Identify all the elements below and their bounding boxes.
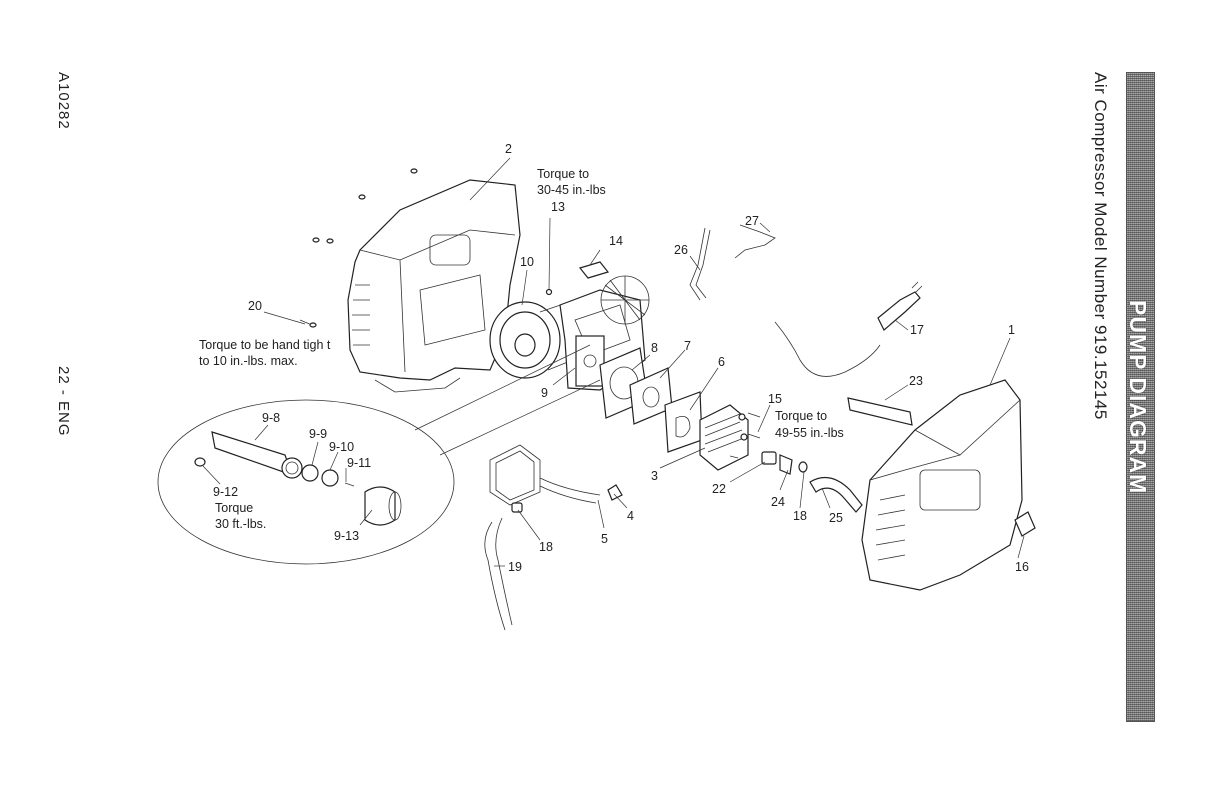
callout-18b: 18 xyxy=(793,509,807,523)
callout-9-8: 9-8 xyxy=(262,411,280,425)
drive-belt-pulley xyxy=(489,299,586,379)
callout-9-13: 9-13 xyxy=(334,529,359,543)
callout-16: 16 xyxy=(1015,560,1029,574)
detail-callout-ellipse xyxy=(157,344,601,565)
leader-lines xyxy=(202,157,1025,567)
torque-note-20-line2: to 10 in.-lbs. max. xyxy=(199,354,298,368)
callout-9-11: 9-11 xyxy=(347,456,371,470)
callout-9: 9 xyxy=(541,386,548,400)
hose-25 xyxy=(809,476,863,513)
right-shroud xyxy=(861,379,1036,591)
callout-10: 10 xyxy=(520,255,534,269)
handle-grip xyxy=(847,397,913,426)
screws xyxy=(299,168,418,328)
callout-9-9: 9-9 xyxy=(309,427,327,441)
callout-7: 7 xyxy=(684,339,691,353)
fittings xyxy=(761,451,808,475)
torque-note-20-line1: Torque to be hand tigh t xyxy=(199,338,331,352)
torque-note-15-line1: Torque to xyxy=(775,409,827,423)
power-cord xyxy=(774,281,923,377)
torque-note-15-line2: 49-55 in.-lbs xyxy=(775,426,844,440)
callout-8: 8 xyxy=(651,341,658,355)
header-band xyxy=(1126,72,1155,722)
callout-19: 19 xyxy=(508,560,522,574)
callout-13: 13 xyxy=(551,200,565,214)
tube-assembly-5 xyxy=(489,444,601,513)
callout-3: 3 xyxy=(651,469,658,483)
callout-14: 14 xyxy=(609,234,623,248)
callout-4: 4 xyxy=(627,509,634,523)
bolts-15 xyxy=(747,412,761,439)
callout-17: 17 xyxy=(910,323,924,337)
callout-9-10: 9-10 xyxy=(329,440,354,454)
callout-23: 23 xyxy=(909,374,923,388)
left-shroud xyxy=(347,179,521,393)
callout-25: 25 xyxy=(829,511,843,525)
callout-5: 5 xyxy=(601,532,608,546)
callout-20: 20 xyxy=(248,299,262,313)
pad xyxy=(578,261,610,279)
gaskets-plates xyxy=(599,347,703,453)
torque-note-13-line2: 30-45 in.-lbs xyxy=(537,183,606,197)
callout-6: 6 xyxy=(718,355,725,369)
callout-9-12: 9-12 xyxy=(213,485,238,499)
callout-24: 24 xyxy=(771,495,785,509)
bolt-13 xyxy=(545,288,553,296)
wire-harness xyxy=(689,224,776,301)
callout-27: 27 xyxy=(745,214,759,228)
callout-2: 2 xyxy=(505,142,512,156)
hose-19 xyxy=(484,517,513,631)
callout-15: 15 xyxy=(768,392,782,406)
clip-4 xyxy=(607,484,623,501)
torque-note-9-12-line2: 30 ft.-lbs. xyxy=(215,517,266,531)
torque-note-9-12-line1: Torque xyxy=(215,501,253,515)
torque-note-13-line1: Torque to xyxy=(537,167,589,181)
callout-22: 22 xyxy=(712,482,726,496)
callout-18a: 18 xyxy=(539,540,553,554)
cylinder-head xyxy=(699,404,749,471)
callout-1: 1 xyxy=(1008,323,1015,337)
callout-26: 26 xyxy=(674,243,688,257)
